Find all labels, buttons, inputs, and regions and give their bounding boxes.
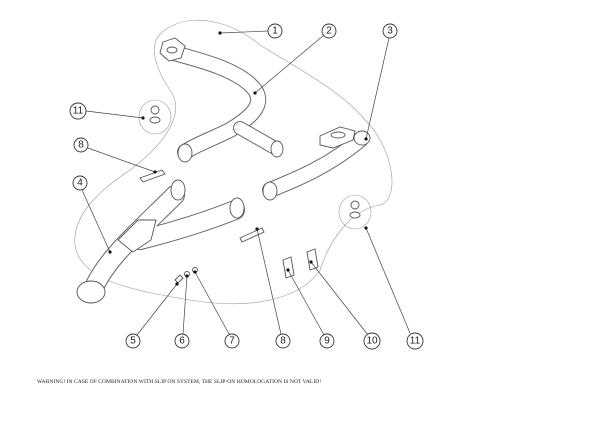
svg-text:4: 4 (77, 178, 83, 189)
small-parts (139, 105, 361, 284)
svg-text:3: 3 (387, 26, 393, 37)
gasket-group-outline (138, 99, 172, 135)
header-pipe-rear (262, 126, 371, 201)
callout-6: 6 (174, 333, 190, 349)
callout-8-bottom: 8 (275, 333, 291, 349)
leader-lines (81, 30, 411, 336)
gasket-group-outline (338, 194, 372, 230)
svg-text:11: 11 (410, 336, 421, 347)
svg-text:10: 10 (366, 336, 378, 347)
callout-4: 4 (72, 175, 88, 191)
header-pipe-front (159, 37, 284, 163)
svg-text:7: 7 (229, 336, 235, 347)
callout-8-left: 8 (73, 137, 89, 153)
callout-11-left: 11 (69, 102, 87, 120)
callout-2: 2 (321, 23, 337, 39)
svg-text:11: 11 (73, 106, 84, 117)
warning-text: WARNING! IN CASE OF COMBINATION WITH SLI… (37, 379, 322, 385)
callout-1: 1 (267, 23, 283, 39)
callout-11-right: 11 (406, 332, 424, 350)
callout-5: 5 (125, 333, 141, 349)
callout-10: 10 (363, 332, 381, 350)
svg-text:8: 8 (280, 336, 286, 347)
collector-pipe (76, 179, 245, 304)
kit-outline (74, 19, 393, 305)
svg-text:1: 1 (272, 26, 278, 37)
svg-text:8: 8 (78, 140, 84, 151)
callout-9: 9 (319, 333, 335, 349)
svg-text:5: 5 (130, 336, 136, 347)
callout-7: 7 (224, 333, 240, 349)
svg-text:9: 9 (324, 336, 330, 347)
svg-text:2: 2 (326, 26, 332, 37)
callout-3: 3 (382, 23, 398, 39)
svg-text:6: 6 (179, 336, 185, 347)
